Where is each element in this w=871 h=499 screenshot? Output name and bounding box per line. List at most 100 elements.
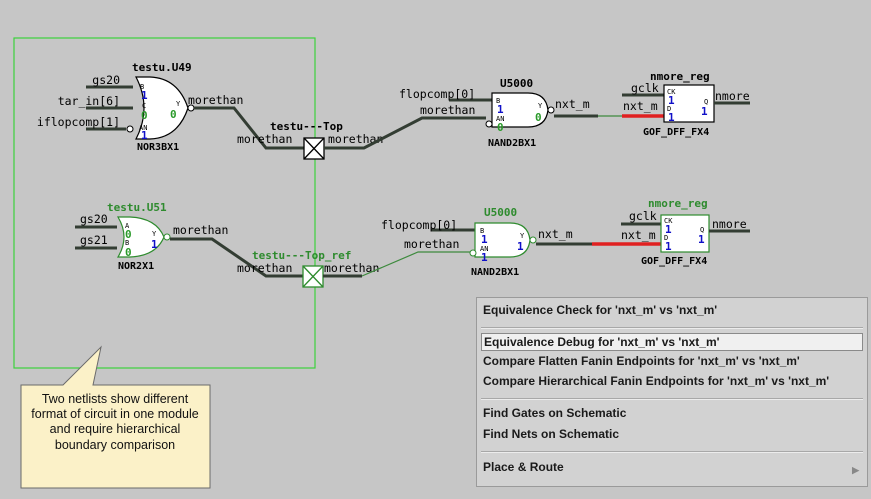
svg-text:Q: Q — [704, 98, 708, 106]
svg-text:AN: AN — [480, 245, 488, 253]
svg-text:nxt_m: nxt_m — [538, 227, 573, 241]
svg-text:B: B — [125, 239, 129, 247]
svg-text:1: 1 — [481, 251, 488, 264]
menu-item-compare-flatten-fanin[interactable]: Compare Flatten Fanin Endpoints for 'nxt… — [483, 354, 800, 368]
svg-text:Y: Y — [152, 230, 157, 238]
flop-nmore-reg-ref[interactable] — [660, 214, 710, 253]
svg-text:morethan: morethan — [173, 223, 228, 237]
svg-text:morethan: morethan — [324, 261, 379, 275]
svg-text:Y: Y — [538, 102, 543, 110]
svg-text:CK: CK — [667, 88, 676, 96]
callout-bubble — [20, 345, 211, 489]
svg-text:1: 1 — [665, 223, 672, 236]
svg-text:Y: Y — [176, 100, 181, 108]
u49-instance-name: testu.U49 — [132, 61, 192, 74]
svg-text:morethan: morethan — [237, 132, 292, 146]
svg-text:C: C — [142, 102, 146, 110]
svg-text:gclk: gclk — [631, 81, 659, 95]
svg-text:CK: CK — [664, 217, 673, 225]
net-morethan-label: morethan — [188, 93, 243, 107]
port-name: testu---Top — [270, 120, 343, 133]
svg-text:1: 1 — [481, 233, 488, 246]
svg-text:AN: AN — [139, 124, 147, 132]
svg-text:nmore_reg: nmore_reg — [648, 197, 708, 210]
svg-text:Q: Q — [700, 226, 704, 234]
svg-text:0: 0 — [170, 108, 177, 121]
flop-nmore-reg-top[interactable] — [663, 84, 715, 123]
svg-text:morethan: morethan — [420, 103, 475, 117]
menu-item-compare-hier-fanin[interactable]: Compare Hierarchical Fanin Endpoints for… — [483, 374, 830, 388]
svg-text:0: 0 — [141, 109, 148, 122]
svg-text:NOR2X1: NOR2X1 — [118, 261, 154, 272]
u5000-instance-name: U5000 — [500, 77, 533, 90]
svg-text:NAND2BX1: NAND2BX1 — [471, 267, 519, 278]
menu-item-label: Place & Route — [483, 460, 564, 474]
hier-port-ref[interactable] — [302, 265, 324, 288]
submenu-arrow-icon: ▶ — [852, 465, 859, 475]
svg-text:nmore: nmore — [715, 89, 750, 103]
svg-text:morethan: morethan — [328, 132, 383, 146]
selection-box — [13, 37, 316, 369]
svg-text:D: D — [664, 234, 668, 242]
svg-text:AN: AN — [496, 115, 504, 123]
svg-text:testu---Top_ref: testu---Top_ref — [252, 249, 351, 262]
svg-text:1: 1 — [665, 240, 672, 253]
svg-text:NAND2BX1: NAND2BX1 — [488, 138, 536, 149]
svg-text:gclk: gclk — [629, 209, 657, 223]
menu-item-equivalence-check[interactable]: Equivalence Check for 'nxt_m' vs 'nxt_m' — [483, 303, 718, 317]
svg-text:nxt_m: nxt_m — [623, 99, 658, 113]
svg-text:1: 1 — [517, 240, 524, 253]
svg-text:1: 1 — [141, 89, 148, 102]
ref-module: gs20 gs21 testu.U51 NOR2X1 A 0 B 0 Y 1 m… — [75, 197, 750, 288]
svg-text:1: 1 — [141, 129, 148, 142]
menu-item-find-gates[interactable]: Find Gates on Schematic — [483, 406, 627, 420]
u49-input-label: gs20 — [92, 73, 120, 87]
menu-item-find-nets[interactable]: Find Nets on Schematic — [483, 427, 620, 441]
svg-text:A: A — [125, 222, 130, 230]
svg-text:0: 0 — [535, 111, 542, 124]
svg-text:GOF_DFF_FX4: GOF_DFF_FX4 — [641, 256, 707, 267]
u49-cell-name: NOR3BX1 — [137, 142, 179, 153]
svg-text:0: 0 — [497, 121, 504, 134]
svg-text:1: 1 — [701, 105, 708, 118]
gate-u49[interactable] — [135, 76, 189, 140]
svg-text:flopcomp[0]: flopcomp[0] — [381, 218, 457, 232]
svg-text:1: 1 — [668, 111, 675, 124]
svg-text:nxt_m: nxt_m — [621, 228, 656, 242]
top-module: gs20 tar_in[6] iflopcomp[1] testu.U49 NO… — [37, 61, 750, 160]
svg-text:1: 1 — [668, 94, 675, 107]
svg-text:D: D — [667, 105, 671, 113]
svg-text:gs20: gs20 — [80, 212, 108, 226]
menu-item-place-route[interactable]: Place & Route ▶ — [481, 458, 863, 476]
hier-port-top[interactable] — [303, 137, 325, 160]
svg-text:nmore: nmore — [712, 217, 747, 231]
svg-text:morethan: morethan — [237, 261, 292, 275]
svg-text:1: 1 — [151, 238, 158, 251]
svg-text:B: B — [140, 83, 144, 91]
svg-text:Y: Y — [520, 232, 525, 240]
u49-input-label: tar_in[6] — [58, 94, 120, 108]
svg-text:1: 1 — [698, 233, 705, 246]
svg-text:1: 1 — [497, 103, 504, 116]
svg-text:U5000: U5000 — [484, 206, 517, 219]
menu-item-equivalence-debug[interactable]: Equivalence Debug for 'nxt_m' vs 'nxt_m' — [481, 333, 863, 351]
svg-text:0: 0 — [125, 228, 132, 241]
gate-u51[interactable] — [116, 216, 165, 258]
menu-separator — [481, 398, 863, 400]
menu-separator — [481, 451, 863, 453]
context-menu: Equivalence Check for 'nxt_m' vs 'nxt_m'… — [476, 297, 868, 487]
svg-text:morethan: morethan — [404, 237, 459, 251]
u51-instance-name: testu.U51 — [107, 201, 167, 214]
svg-text:gs21: gs21 — [80, 233, 108, 247]
net-nxt-m-label: nxt_m — [555, 97, 590, 111]
menu-separator — [481, 327, 863, 329]
svg-text:0: 0 — [125, 246, 132, 259]
u49-input-label: iflopcomp[1] — [37, 115, 120, 129]
svg-text:flopcomp[0]: flopcomp[0] — [399, 87, 475, 101]
svg-text:nmore_reg: nmore_reg — [650, 70, 710, 83]
callout-text: Two netlists show different format of ci… — [31, 392, 199, 452]
svg-text:B: B — [480, 227, 484, 235]
svg-text:GOF_DFF_FX4: GOF_DFF_FX4 — [643, 127, 709, 138]
svg-text:B: B — [496, 97, 500, 105]
